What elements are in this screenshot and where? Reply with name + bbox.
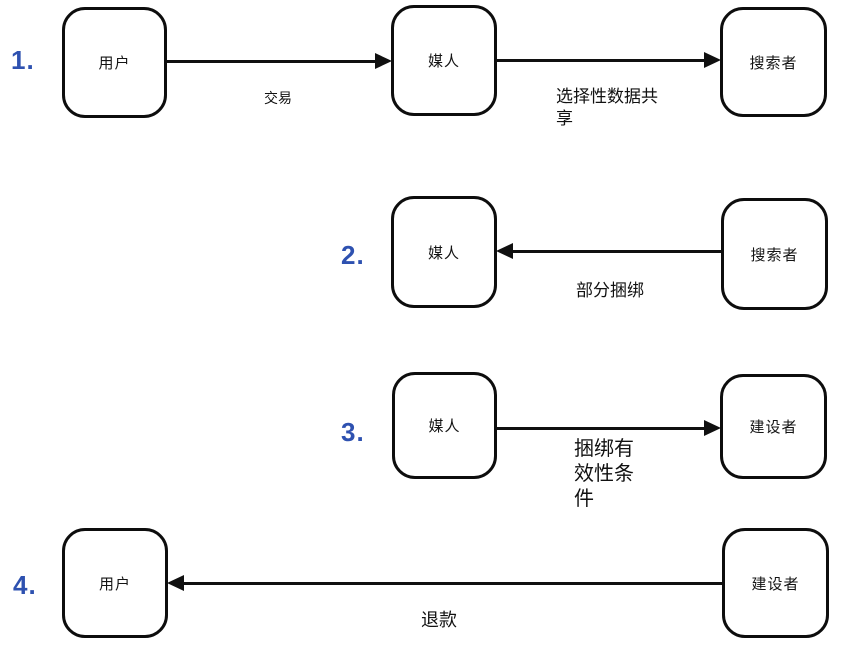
node-builder-step4: 建设者 <box>722 528 829 638</box>
edge-label-transaction: 交易 <box>264 90 292 106</box>
arrow-matchmaker-to-builder <box>496 420 721 436</box>
arrowhead-right-icon <box>704 420 721 436</box>
node-label: 媒人 <box>427 244 460 262</box>
node-label: 搜索者 <box>750 246 799 264</box>
arrow-shaft <box>513 249 722 253</box>
arrow-shaft <box>496 426 704 430</box>
edge-label-partial-binding: 部分捆绑 <box>576 281 644 300</box>
step-number-2: 2. <box>341 240 365 270</box>
step-number-1: 1. <box>11 45 35 75</box>
arrow-shaft <box>167 59 375 63</box>
arrow-user-to-matchmaker <box>167 53 392 69</box>
edge-label-selective-data-sharing: 选择性数据共享 <box>556 87 658 129</box>
edge-label-refund: 退款 <box>421 610 457 630</box>
edge-label-binding-validity-conditions: 捆绑有效性条件 <box>574 438 634 510</box>
arrowhead-left-icon <box>496 243 513 259</box>
node-label: 媒人 <box>427 53 460 70</box>
arrow-shaft <box>184 581 723 585</box>
node-searcher-step2: 搜索者 <box>721 198 828 310</box>
arrow-searcher-to-matchmaker <box>496 243 722 259</box>
node-label: 用户 <box>98 55 131 72</box>
step-number-4: 4. <box>13 570 37 600</box>
node-label: 用户 <box>98 575 131 593</box>
arrowhead-right-icon <box>375 53 392 69</box>
node-searcher-step1: 搜索者 <box>720 7 827 117</box>
node-label: 媒人 <box>428 418 461 435</box>
node-label: 搜索者 <box>749 54 798 72</box>
node-label: 建设者 <box>749 419 798 436</box>
node-builder-step3: 建设者 <box>720 374 827 479</box>
arrowhead-right-icon <box>704 52 721 68</box>
node-matchmaker-step2: 媒人 <box>391 196 497 308</box>
node-user-step4: 用户 <box>62 528 168 638</box>
node-matchmaker-step3: 媒人 <box>392 372 497 479</box>
step-number-3: 3. <box>341 417 365 447</box>
arrow-matchmaker-to-searcher <box>496 52 721 68</box>
node-matchmaker-step1: 媒人 <box>391 5 497 116</box>
node-user-step1: 用户 <box>62 7 167 118</box>
arrow-shaft <box>496 58 704 62</box>
node-label: 建设者 <box>751 575 800 593</box>
arrowhead-left-icon <box>167 575 184 591</box>
arrow-builder-to-user <box>167 575 723 591</box>
